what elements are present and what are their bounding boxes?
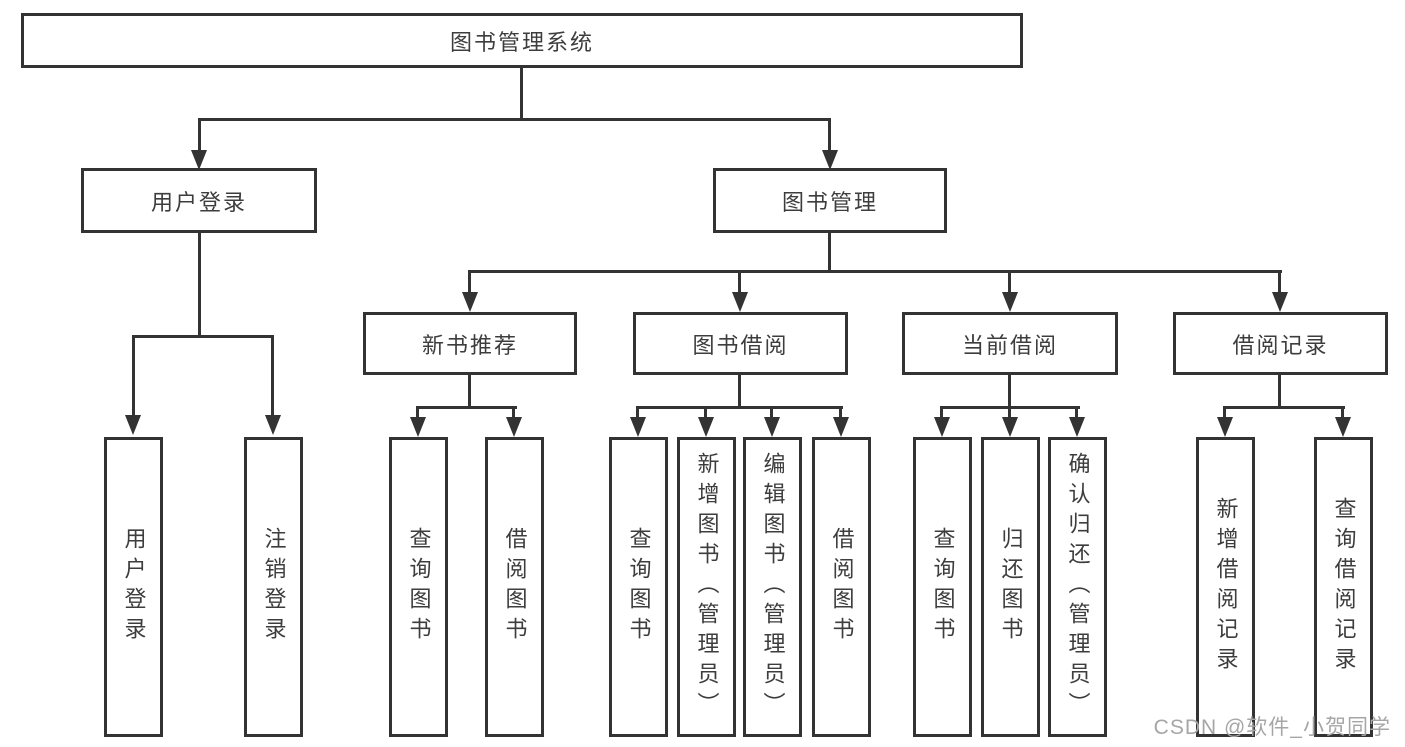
node-book-borrowing: 图书借阅: [633, 312, 848, 375]
connector-line: [828, 118, 831, 150]
connector-line: [132, 335, 274, 338]
node-book-management: 图书管理: [713, 168, 947, 233]
leaf-records-add-record: 新增借阅记录: [1196, 437, 1255, 737]
connector-line: [1341, 406, 1344, 417]
leaf-label: 新增图书（管理员）: [694, 452, 720, 722]
arrow-down-icon: [1069, 417, 1085, 437]
leaf-current-query-books: 查询图书: [913, 437, 972, 737]
arrow-down-icon: [1002, 292, 1018, 312]
arrow-down-icon: [506, 417, 522, 437]
connector-line: [198, 118, 201, 150]
leaf-borrowing-add-books-admin: 新增图书（管理员）: [677, 437, 736, 737]
leaf-borrowing-query-books: 查询图书: [609, 437, 668, 737]
leaf-borrowing-edit-books-admin: 编辑图书（管理员）: [743, 437, 802, 737]
arrow-down-icon: [934, 417, 950, 437]
leaf-current-return-books: 归还图书: [981, 437, 1040, 737]
connector-line: [512, 406, 515, 417]
connector-line: [828, 233, 831, 270]
connector-line: [704, 406, 707, 417]
arrow-down-icon: [265, 415, 281, 435]
connector-line: [520, 68, 523, 118]
leaf-label: 新增借阅记录: [1213, 497, 1239, 677]
connector-line: [1008, 406, 1011, 417]
connector-line: [132, 335, 135, 415]
arrow-down-icon: [822, 150, 838, 170]
connector-line: [738, 270, 741, 292]
arrow-down-icon: [1335, 417, 1351, 437]
arrow-down-icon: [732, 292, 748, 312]
leaf-newbook-borrow-books: 借阅图书: [485, 437, 544, 737]
leaf-label: 借阅图书: [829, 527, 855, 647]
arrow-down-icon: [125, 415, 141, 435]
node-current-borrowing: 当前借阅: [902, 312, 1118, 375]
leaf-label: 确认归还（管理员）: [1065, 452, 1091, 722]
connector-line: [1075, 406, 1078, 417]
arrow-down-icon: [630, 417, 646, 437]
leaf-current-confirm-return-admin: 确认归还（管理员）: [1048, 437, 1107, 737]
arrow-down-icon: [1217, 417, 1233, 437]
arrow-down-icon: [764, 417, 780, 437]
leaf-newbook-query-books: 查询图书: [389, 437, 448, 737]
connector-line: [738, 375, 741, 406]
leaf-label: 借阅图书: [502, 527, 528, 647]
connector-line: [1278, 270, 1281, 292]
node-user-login: 用户登录: [81, 168, 317, 233]
arrow-down-icon: [462, 292, 478, 312]
node-library-system: 图书管理系统: [21, 13, 1023, 68]
connector-line: [416, 406, 419, 417]
leaf-label: 查询图书: [930, 527, 956, 647]
arrow-down-icon: [191, 150, 207, 170]
leaf-label: 查询图书: [406, 527, 432, 647]
connector-line: [1008, 375, 1011, 406]
connector-line: [198, 233, 201, 335]
connector-line: [1278, 375, 1281, 406]
leaf-records-query-record: 查询借阅记录: [1314, 437, 1373, 737]
connector-line: [198, 118, 831, 121]
leaf-label: 查询借阅记录: [1331, 497, 1357, 677]
leaf-label: 查询图书: [626, 527, 652, 647]
connector-line: [1223, 406, 1226, 417]
connector-line: [770, 406, 773, 417]
connector-line: [1008, 270, 1011, 292]
arrow-down-icon: [410, 417, 426, 437]
connector-line: [417, 406, 517, 409]
leaf-label: 用户登录: [121, 527, 147, 647]
connector-line: [468, 270, 471, 292]
connector-line: [636, 406, 639, 417]
arrow-down-icon: [698, 417, 714, 437]
csdn-watermark: CSDN @软件_小贺同学: [1153, 716, 1391, 739]
arrow-down-icon: [833, 417, 849, 437]
leaf-borrowing-borrow-books: 借阅图书: [812, 437, 871, 737]
arrow-down-icon: [1002, 417, 1018, 437]
leaf-label: 归还图书: [998, 527, 1024, 647]
connector-line: [469, 270, 1282, 273]
connector-line: [1224, 406, 1345, 409]
connector-line: [271, 335, 274, 415]
connector-line: [468, 375, 471, 406]
arrow-down-icon: [1272, 292, 1288, 312]
connector-line: [940, 406, 943, 417]
node-new-book-recommend: 新书推荐: [363, 312, 577, 375]
leaf-label: 注销登录: [261, 527, 287, 647]
leaf-logout: 注销登录: [244, 437, 303, 737]
leaf-label: 编辑图书（管理员）: [760, 452, 786, 722]
leaf-user-login: 用户登录: [104, 437, 163, 737]
node-borrowing-records: 借阅记录: [1173, 312, 1388, 375]
connector-line: [839, 406, 842, 417]
connector-line: [637, 406, 843, 409]
